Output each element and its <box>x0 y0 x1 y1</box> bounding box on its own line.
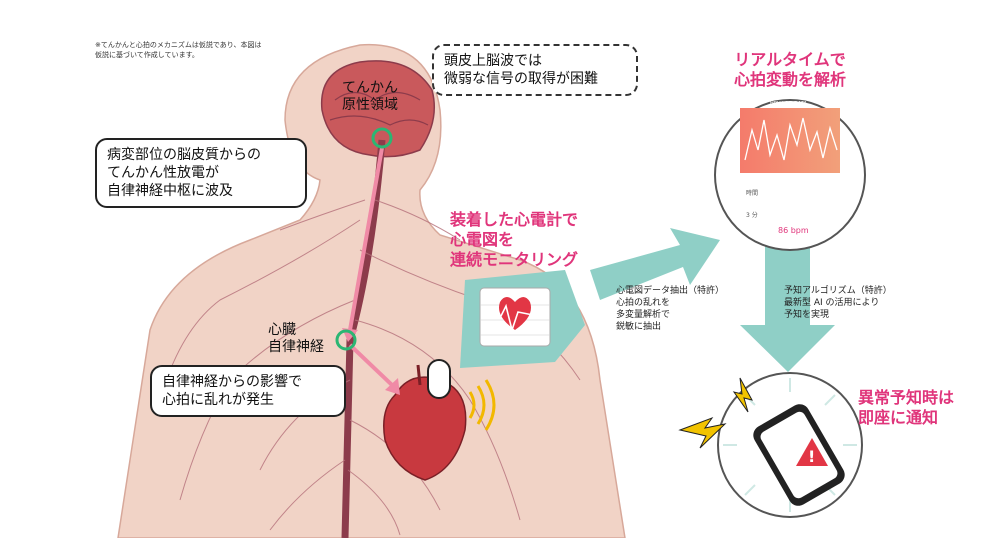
heading-monitor: 装着した心電計で 心電図を 連続モニタリング <box>450 210 579 269</box>
flow-arrow-down <box>740 245 835 372</box>
warning-icon <box>796 438 828 466</box>
label-cardiac-nerve: 心臓 自律神経 <box>268 322 324 355</box>
label-epilepsy-focus: てんかん 原性領域 <box>342 80 398 113</box>
pathway-arrow-brain-to-nerve <box>348 147 384 331</box>
step-extract: 心電図データ抽出（特許） 心拍の乱れを 多変量解析で 鋭敏に抽出 <box>616 286 725 332</box>
step-predict: 予知アルゴリズム（特許） 最新型 AI の活用により 予知を実現 <box>784 286 892 320</box>
pathway-arrow-nerve-to-heart <box>348 343 394 387</box>
alert-burst <box>723 378 857 512</box>
signal-waves-icon <box>468 379 496 431</box>
ecg-heart-icon <box>499 297 531 330</box>
brain <box>320 60 435 158</box>
watch-header: HRV LOG DATA <box>770 101 807 107</box>
watch-hrv-line <box>744 117 838 161</box>
heading-realtime: リアルタイムで 心拍変動を解析 <box>733 50 846 89</box>
wearable-device <box>427 359 451 399</box>
callout-influence: 自律神経からの影響で 心拍に乱れが発生 <box>150 365 346 417</box>
lightning-icon-2 <box>732 377 753 413</box>
callout-eeg: 頭皮上脳波では 微弱な信号の取得が困難 <box>432 44 638 96</box>
lightning-icon <box>678 416 727 449</box>
flow-arrow-right <box>590 228 720 300</box>
watch-graph <box>740 108 840 173</box>
nerve-marker <box>335 329 357 351</box>
focus-marker <box>371 127 393 149</box>
watch-bpm: 86 bpm <box>778 226 809 235</box>
heading-notify: 異常予知時は 即座に通知 <box>858 388 955 427</box>
disclaimer-note: ※てんかんと心拍のメカニズムは仮説であり、本図は 仮説に基づいて作成しています。 <box>95 41 262 59</box>
callout-discharge: 病変部位の脳皮質からの てんかん性放電が 自律神経中枢に波及 <box>95 138 307 208</box>
watch-row1: 時間 <box>746 190 759 197</box>
watch-row2: 3 分 <box>746 212 758 219</box>
svg-text:!: ! <box>808 447 815 466</box>
